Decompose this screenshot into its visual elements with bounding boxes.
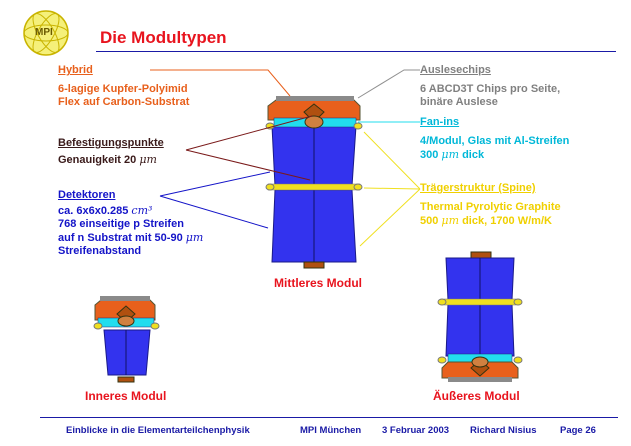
footer-divider [40, 417, 618, 418]
detektoren-line1: ca. 6x6x0.285 [58, 205, 132, 217]
detektoren-line3: auf n Substrat mit 50-90 [58, 232, 186, 244]
hybrid-line1: 6-lagige Kupfer-Polyimid [58, 83, 188, 95]
caption-inner-module: Inneres Modul [85, 389, 167, 403]
caption-outer-module: Äußeres Modul [433, 389, 520, 403]
fanins-label: Fan-ins 4/Modul, Glas mit Al-Streifen 30… [420, 116, 569, 162]
auslesechips-line1: 6 ABCD3T Chips pro Seite, [420, 83, 561, 95]
auslesechips-heading: Auslesechips [420, 64, 491, 76]
title-divider [96, 51, 616, 52]
fanins-unit: μm [441, 148, 460, 161]
footer-institute: MPI München [300, 425, 362, 436]
middle-module [265, 96, 363, 269]
fanins-line2-pre: 300 [420, 149, 442, 161]
auslesechips-line2: binäre Auslese [420, 96, 498, 108]
befestigung-line1: Genauigkeit 20 [58, 154, 140, 166]
page-title: Die Modultypen [100, 28, 227, 47]
pointer-lines [150, 69, 421, 247]
detektoren-line3-unit: μm [185, 231, 204, 244]
footer-course: Einblicke in die Elementarteilchenphysik [66, 425, 250, 436]
hybrid-heading: Hybrid [58, 64, 93, 76]
detektoren-heading: Detektoren [58, 189, 116, 201]
footer-page: Page 26 [560, 425, 596, 436]
inner-module [93, 296, 160, 383]
spine-heading: Trägerstruktur (Spine) [420, 182, 536, 194]
detektoren-label: Detektoren ca. 6x6x0.285 cm³ 768 einseit… [58, 189, 203, 258]
spine-unit: μm [441, 214, 460, 227]
spine-label: Trägerstruktur (Spine) Thermal Pyrolytic… [420, 182, 561, 228]
footer-author: Richard Nisius [470, 425, 537, 436]
detektoren-line1-unit: cm³ [131, 204, 153, 217]
befestigung-unit: μm [139, 153, 157, 166]
spine-line1: Thermal Pyrolytic Graphite [420, 201, 561, 213]
fanins-line2-post: dick [459, 149, 485, 161]
hybrid-label: Hybrid 6-lagige Kupfer-Polyimid Flex auf… [58, 64, 189, 109]
detektoren-line2: 768 einseitige p Streifen [58, 218, 184, 230]
fanins-heading: Fan-ins [420, 116, 460, 128]
caption-middle-module: Mittleres Modul [274, 276, 363, 290]
spine-line2-post: dick, 1700 W/m/K [459, 215, 552, 227]
footer-date: 3 Februar 2003 [382, 425, 450, 436]
detektoren-line4: Streifenabstand [58, 245, 142, 257]
hybrid-line2: Flex auf Carbon-Substrat [58, 96, 190, 108]
fanins-line1: 4/Modul, Glas mit Al-Streifen [420, 135, 570, 147]
logo-text: MPI [35, 27, 53, 38]
spine-line2-pre: 500 [420, 215, 442, 227]
outer-module [437, 251, 523, 382]
mpi-logo [23, 10, 69, 56]
befestigung-heading: Befestigungspunkte [58, 137, 164, 149]
befestigung-label: Befestigungspunkte Genauigkeit 20 μm [58, 137, 164, 167]
auslesechips-label: Auslesechips 6 ABCD3T Chips pro Seite, b… [420, 64, 560, 109]
